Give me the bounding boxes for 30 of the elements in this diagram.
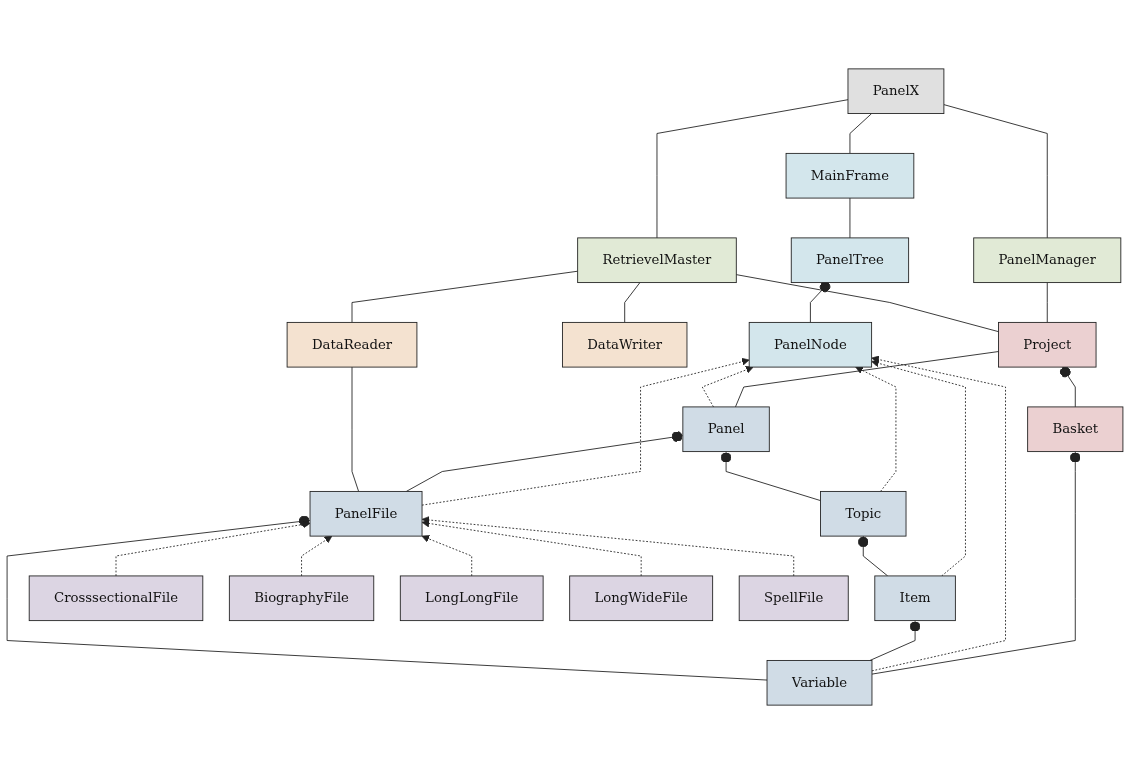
node-box: Basket xyxy=(1027,406,1124,453)
connector xyxy=(656,99,849,239)
node-box: DataReader xyxy=(286,321,418,368)
node-box: Project xyxy=(998,321,1097,368)
node-box: MainFrame xyxy=(785,152,915,199)
node-box: SpellFile xyxy=(738,575,849,622)
connector xyxy=(624,282,641,323)
node-box: LongLongFile xyxy=(399,575,544,622)
node-box: BiographyFile xyxy=(228,575,375,622)
connector xyxy=(849,197,851,239)
connector xyxy=(943,104,1048,239)
node-box: Item xyxy=(874,575,956,622)
connector xyxy=(735,351,999,408)
connector xyxy=(735,274,999,333)
node-box: RetrievelMaster xyxy=(577,237,737,283)
node-box: LongWideFile xyxy=(569,575,714,622)
node-box: PanelFile xyxy=(309,491,423,537)
node-box: Variable xyxy=(766,660,873,706)
connector xyxy=(849,113,873,154)
node-box: Panel xyxy=(682,406,770,453)
node-box: DataWriter xyxy=(562,321,688,368)
node-box: PanelTree xyxy=(790,237,910,283)
node-box: PanelX xyxy=(847,68,945,114)
connector xyxy=(1046,282,1048,323)
node-box: Topic xyxy=(820,491,907,537)
connector xyxy=(351,270,579,323)
node-box: CrosssectionalFile xyxy=(28,575,204,622)
node-box: PanelNode xyxy=(748,321,873,368)
node-box: PanelManager xyxy=(973,237,1122,283)
connector xyxy=(351,366,360,492)
